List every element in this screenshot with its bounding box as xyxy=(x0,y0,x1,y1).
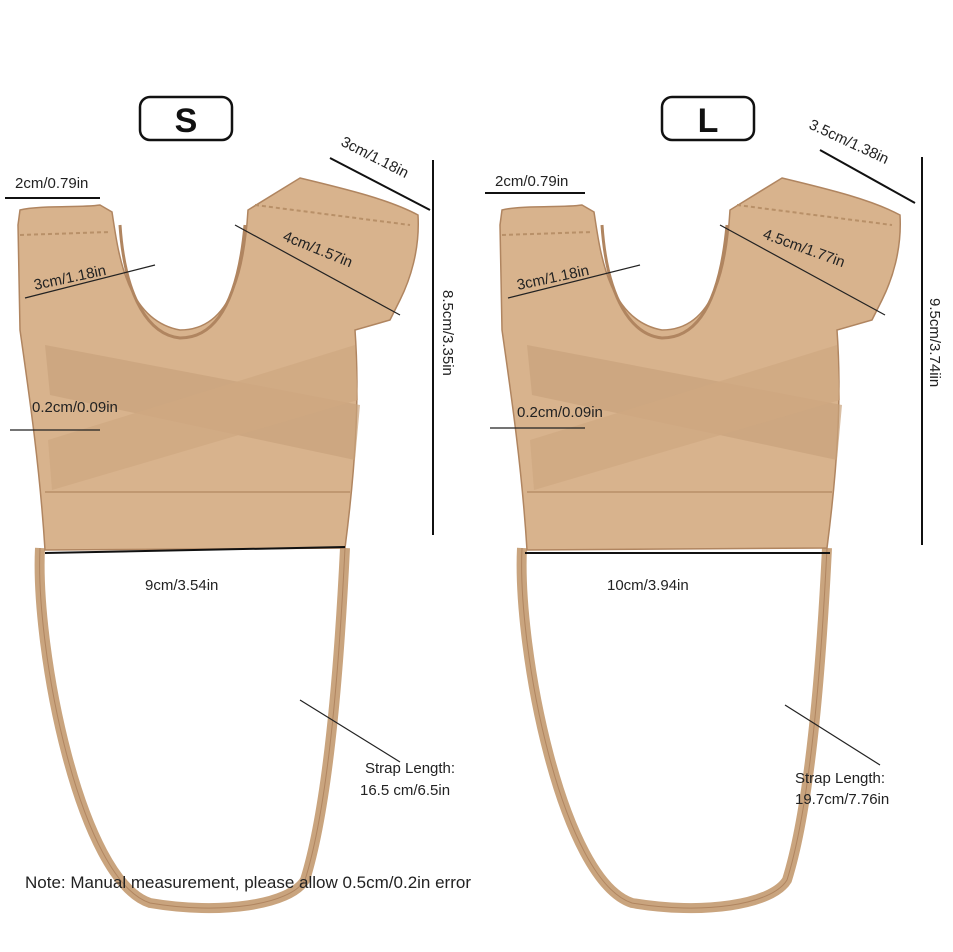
width-label: 9cm/3.54in xyxy=(145,577,218,594)
size-l-badge xyxy=(660,95,756,142)
strap-title: Strap Length: xyxy=(365,760,455,777)
strap-value: 19.7cm/7.76in xyxy=(795,791,889,808)
strap-value: 16.5 cm/6.5in xyxy=(360,782,450,799)
width-label: 10cm/3.94in xyxy=(607,577,689,594)
size-s-label: S xyxy=(175,102,198,140)
toe-tab-label: 2cm/0.79in xyxy=(495,173,568,190)
measurement-note: Note: Manual measurement, please allow 0… xyxy=(25,873,471,892)
height-label: 9.5cm/3.74iin xyxy=(926,298,943,387)
thickness-label: 0.2cm/0.09in xyxy=(32,399,118,416)
size-s-badge xyxy=(138,95,234,142)
toe-tab-label: 2cm/0.79in xyxy=(15,175,88,192)
size-l-diagram: L 2cm/0.79in 3cm/1.18in 4.5cm/1.77in 3.5… xyxy=(485,95,943,908)
size-l-label: L xyxy=(698,102,719,140)
top-edge-label: 3cm/1.18in xyxy=(338,133,411,181)
strap-title: Strap Length: xyxy=(795,770,885,787)
size-s-diagram: S 2cm/0.79in 3cm/1.18in 4cm/1.57in 3cm/1… xyxy=(5,95,456,908)
garment-small xyxy=(18,178,418,908)
thickness-label: 0.2cm/0.09in xyxy=(517,404,603,421)
height-label: 8.5cm/3.35in xyxy=(439,290,456,376)
top-edge-label: 3.5cm/1.38in xyxy=(806,116,891,168)
